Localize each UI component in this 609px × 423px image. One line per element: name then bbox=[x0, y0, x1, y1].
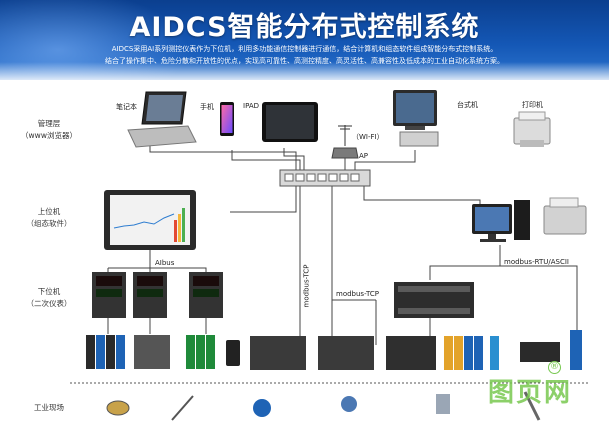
phone-icon bbox=[220, 102, 234, 136]
page-title: AIDCS智能分布式控制系统 bbox=[129, 12, 480, 43]
header-banner bbox=[0, 0, 609, 80]
wifi-label: （WI-FI） bbox=[352, 133, 384, 141]
control-pc-icon bbox=[472, 200, 530, 242]
ai-controller-1-icon bbox=[92, 272, 126, 318]
touch-panel-hmi-icon bbox=[104, 190, 196, 250]
level-field-label: 工业现场 bbox=[34, 403, 64, 412]
level-upper-sublabel: （组态软件） bbox=[26, 219, 72, 228]
watermark-text: 图页网 bbox=[488, 378, 573, 408]
modbus-rtu-label: modbus-RTU/ASCII bbox=[504, 258, 569, 266]
registered-mark: ® bbox=[548, 361, 561, 374]
modbus-tcp-label: modbus-TCP bbox=[336, 290, 379, 298]
laptop-icon bbox=[127, 91, 197, 148]
level-lower-label: 下位机 bbox=[37, 287, 61, 296]
printer-label: 打印机 bbox=[522, 101, 543, 109]
tablet-icon bbox=[262, 102, 318, 142]
level-lower-sublabel: （二次仪表） bbox=[26, 299, 72, 308]
plc-module-icon bbox=[394, 282, 474, 318]
aibus-label: AIbus bbox=[155, 259, 175, 267]
description-line-2: 结合了操作集中、危险分散和开放性的优点，实现高可靠性、高测控精度、高灵活性、高兼… bbox=[105, 57, 504, 65]
ipad-label: IPAD bbox=[243, 102, 260, 110]
access-point-icon bbox=[331, 125, 359, 159]
module-row bbox=[86, 330, 582, 370]
field-sensors bbox=[106, 391, 541, 421]
desktop-icon bbox=[393, 90, 439, 147]
laptop-label: 笔记本 bbox=[116, 103, 137, 111]
phone-label: 手机 bbox=[200, 103, 214, 111]
desktop-label: 台式机 bbox=[457, 101, 478, 109]
ai-controller-3-icon bbox=[189, 272, 223, 318]
level-management-label: 管理层 bbox=[37, 119, 61, 128]
ap-label: AP bbox=[359, 152, 369, 160]
ai-controller-2-icon bbox=[133, 272, 167, 318]
modbus-tcp-vertical-label: modbus-TCP bbox=[302, 264, 311, 308]
printer-right-icon bbox=[543, 197, 587, 235]
level-upper-label: 上位机 bbox=[37, 207, 61, 216]
printer-icon bbox=[513, 111, 551, 147]
level-management-sublabel: （www浏览器） bbox=[21, 131, 77, 140]
description-line-1: AIDCS采用AI系列测控仪表作为下位机，利用多功能通信控制器进行通信，结合计算… bbox=[111, 45, 498, 53]
network-switch-icon bbox=[279, 169, 371, 187]
